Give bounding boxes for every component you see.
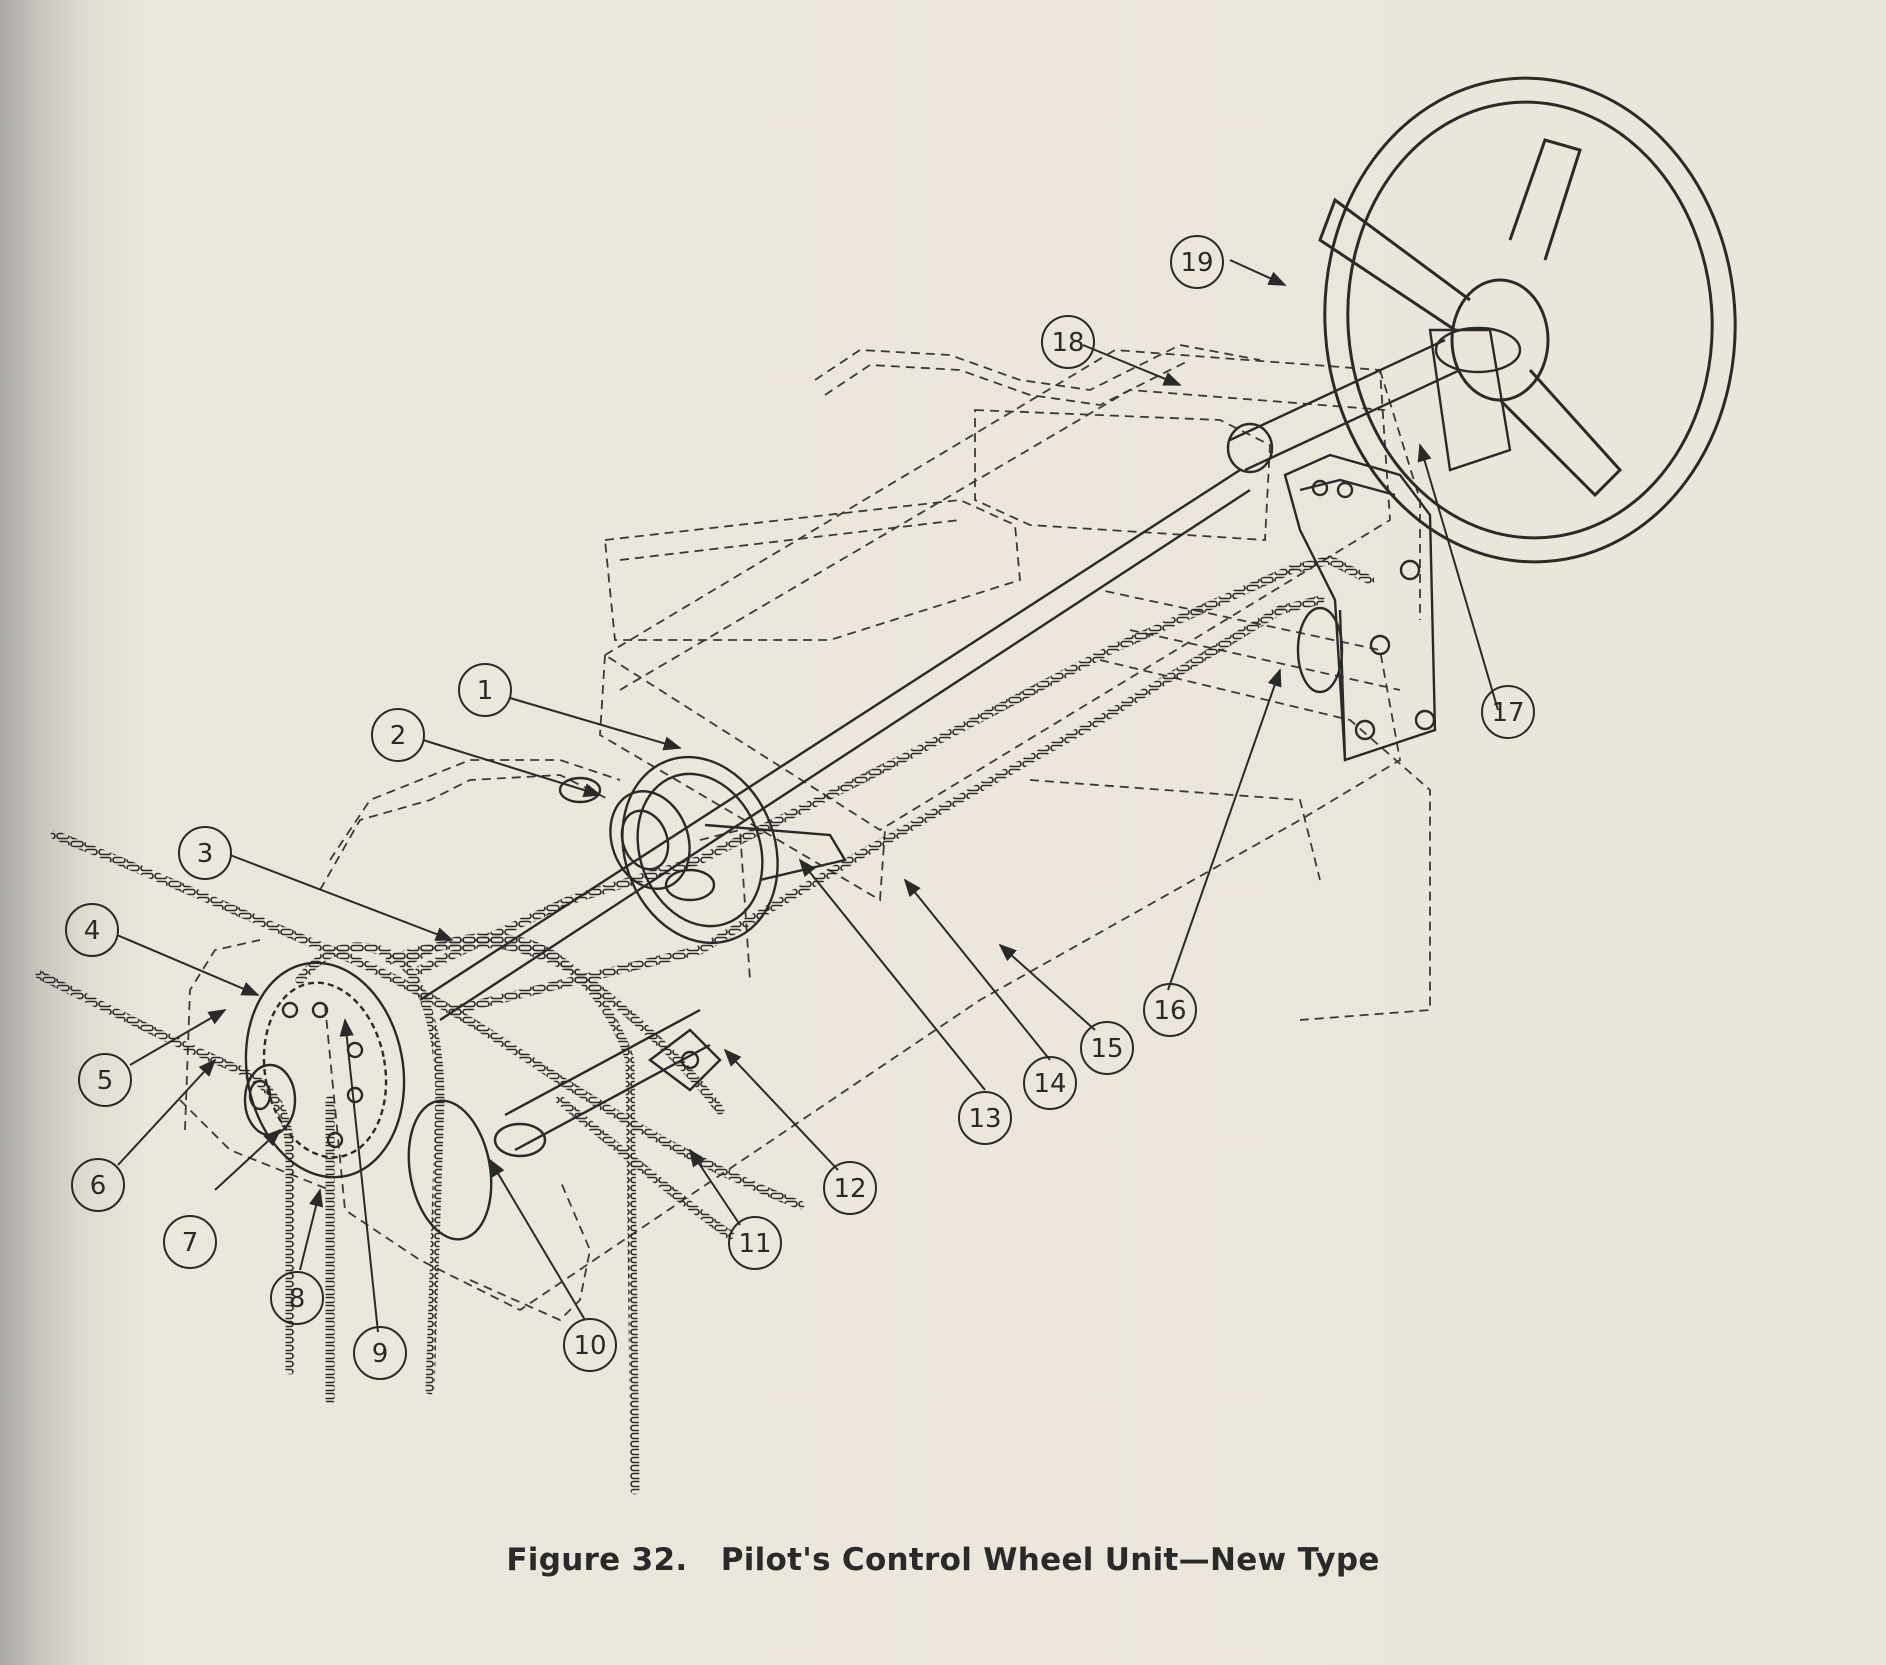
callout-17: 17 bbox=[1481, 685, 1535, 739]
sprockets bbox=[243, 606, 1344, 1241]
leader-10 bbox=[489, 1158, 586, 1321]
callout-6: 6 bbox=[71, 1158, 125, 1212]
callout-1: 1 bbox=[458, 663, 512, 717]
leader-2 bbox=[422, 739, 602, 798]
svg-text:11: 11 bbox=[738, 1229, 771, 1259]
svg-text:9: 9 bbox=[372, 1339, 389, 1369]
callout-10: 10 bbox=[563, 1318, 617, 1372]
svg-text:6: 6 bbox=[90, 1171, 107, 1201]
callout-11: 11 bbox=[728, 1216, 782, 1270]
callout-13: 13 bbox=[958, 1091, 1012, 1145]
svg-text:5: 5 bbox=[97, 1066, 114, 1096]
leader-18 bbox=[1082, 344, 1182, 386]
svg-text:2: 2 bbox=[390, 721, 407, 751]
callouts: 1 2 3 4 5 6 7 bbox=[65, 235, 1535, 1380]
svg-text:14: 14 bbox=[1033, 1069, 1066, 1099]
leader-19 bbox=[1229, 259, 1287, 286]
figure-caption: Figure 32. Pilot's Control Wheel Unit—Ne… bbox=[506, 1542, 1380, 1578]
leader-9 bbox=[339, 1018, 379, 1333]
svg-text:18: 18 bbox=[1051, 328, 1084, 358]
svg-text:3: 3 bbox=[197, 839, 214, 869]
hidden-housing-outline bbox=[179, 344, 1431, 1322]
control-wheel bbox=[1318, 76, 1737, 564]
leader-7 bbox=[214, 1128, 282, 1191]
leader-13 bbox=[798, 858, 986, 1091]
control-column bbox=[419, 326, 1522, 1022]
svg-text:7: 7 bbox=[182, 1228, 199, 1258]
leader-12 bbox=[723, 1048, 839, 1171]
svg-text:17: 17 bbox=[1491, 698, 1524, 728]
callout-7: 7 bbox=[163, 1215, 217, 1269]
chains bbox=[35, 555, 1375, 1495]
callout-8: 8 bbox=[270, 1271, 324, 1325]
callout-12: 12 bbox=[823, 1161, 877, 1215]
svg-text:12: 12 bbox=[833, 1174, 866, 1204]
svg-text:15: 15 bbox=[1090, 1034, 1123, 1064]
callout-18: 18 bbox=[1041, 315, 1095, 369]
leader-5 bbox=[129, 1009, 227, 1066]
leader-8 bbox=[299, 1188, 324, 1271]
svg-text:4: 4 bbox=[84, 916, 101, 946]
leader-16 bbox=[1167, 668, 1282, 991]
callout-14: 14 bbox=[1023, 1056, 1077, 1110]
leader-lines bbox=[116, 259, 1499, 1333]
leader-11 bbox=[689, 1148, 741, 1226]
leader-17 bbox=[1417, 443, 1499, 711]
callout-16: 16 bbox=[1143, 983, 1197, 1037]
leader-15 bbox=[998, 943, 1096, 1031]
leader-3 bbox=[229, 854, 454, 941]
column-bracket bbox=[1283, 453, 1437, 762]
callout-4: 4 bbox=[65, 903, 119, 957]
callout-19: 19 bbox=[1170, 235, 1224, 289]
callout-3: 3 bbox=[178, 826, 232, 880]
callout-2: 2 bbox=[371, 708, 425, 762]
svg-text:19: 19 bbox=[1180, 248, 1213, 278]
leader-1 bbox=[509, 697, 682, 751]
svg-text:16: 16 bbox=[1153, 996, 1186, 1026]
leader-6 bbox=[117, 1058, 217, 1166]
svg-text:8: 8 bbox=[289, 1284, 306, 1314]
leader-14 bbox=[903, 878, 1051, 1061]
svg-text:1: 1 bbox=[477, 676, 494, 706]
svg-text:13: 13 bbox=[968, 1104, 1001, 1134]
callout-5: 5 bbox=[78, 1053, 132, 1107]
leader-4 bbox=[116, 934, 260, 996]
callout-15: 15 bbox=[1080, 1021, 1134, 1075]
callout-9: 9 bbox=[353, 1326, 407, 1380]
svg-text:10: 10 bbox=[573, 1331, 606, 1361]
pulley-assembly bbox=[558, 755, 847, 945]
